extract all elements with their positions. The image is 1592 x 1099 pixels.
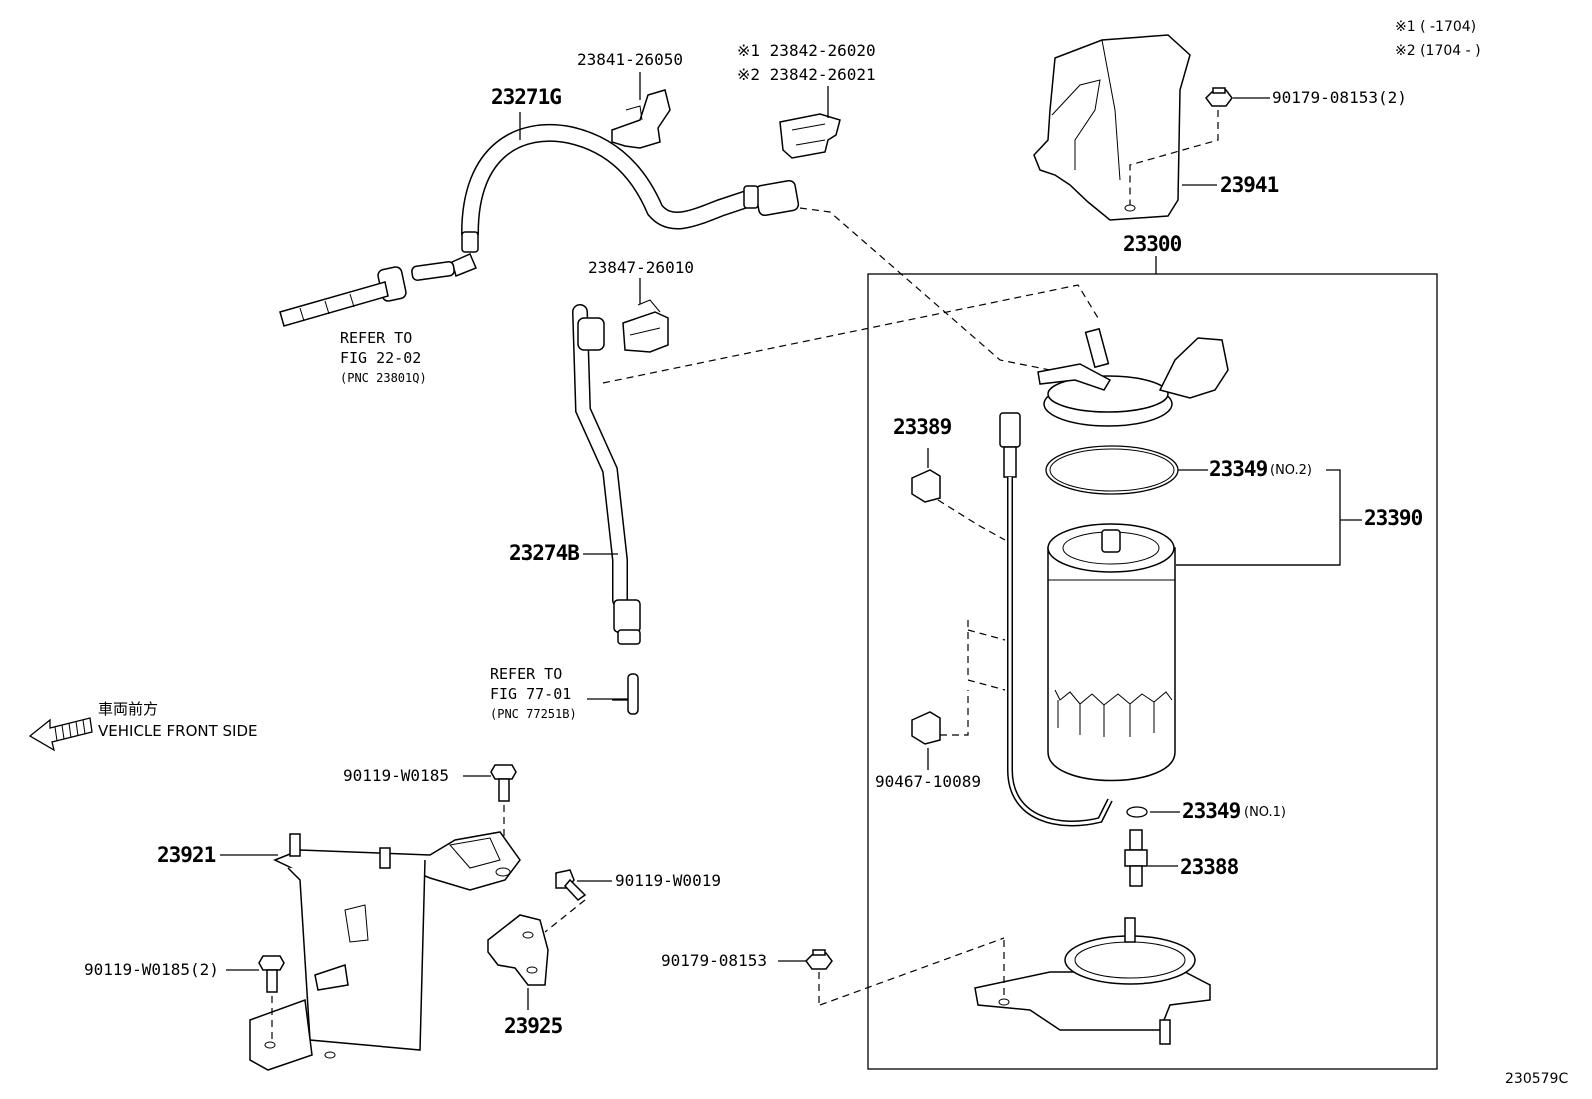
label-23842-a: ※1 23842-26020: [737, 41, 876, 60]
pipe-stub: [627, 673, 639, 715]
filter-element: [1047, 523, 1176, 782]
label-23349-no1: 23349: [1182, 799, 1241, 823]
label-23389: 23389: [893, 415, 952, 439]
label-90467: 90467-10089: [875, 772, 981, 791]
fuel-line-left: [279, 261, 455, 327]
refer-fig-77-01: REFER TO FIG 77-01 (PNC 77251B): [490, 664, 577, 724]
label-23349-no2: 23349: [1209, 457, 1268, 481]
label-90119-w0185-2: 90119-W0185(2): [84, 960, 219, 979]
label-23841: 23841-26050: [577, 50, 683, 69]
refer-1-line1: REFER TO: [340, 329, 413, 347]
bracket-23925: [487, 914, 549, 986]
label-23349-no1-sub: (NO.1): [1244, 805, 1286, 820]
label-90119-w0185: 90119-W0185: [343, 766, 449, 785]
bolt-90119-w0019: [555, 869, 587, 901]
assembly-frame: [867, 273, 1438, 1070]
cover-23941: [1033, 34, 1191, 221]
refer-fig-22-02: REFER TO FIG 22-02 (PNC 23801Q): [340, 328, 427, 388]
label-23388: 23388: [1180, 855, 1239, 879]
nut-90179-top: [1205, 87, 1233, 107]
figure-code: 230579C: [1505, 1071, 1569, 1087]
o-ring-no1: [1126, 806, 1148, 818]
nut-90179-bottom: [805, 949, 833, 970]
label-90179-bottom: 90179-08153: [661, 951, 767, 970]
clip-23841: [611, 89, 671, 149]
vehicle-front-jp: 車両前方: [98, 700, 159, 718]
refer-1-line3: (PNC 23801Q): [340, 371, 427, 385]
refer-2-line2: FIG 77-01: [490, 685, 572, 703]
label-23847: 23847-26010: [588, 258, 694, 277]
label-23271g: 23271G: [491, 85, 562, 109]
vehicle-front-label: 車両前方 VEHICLE FRONT SIDE: [98, 698, 258, 742]
label-23921: 23921: [157, 843, 216, 867]
label-23842-b: ※2 23842-26021: [737, 65, 876, 84]
bolt-90119-w0185-top: [490, 764, 517, 802]
bolt-90119-w0185-left: [258, 955, 285, 993]
label-90179-top: 90179-08153(2): [1272, 88, 1407, 107]
drain-plug: [1124, 829, 1148, 887]
refer-1-line2: FIG 22-02: [340, 349, 422, 367]
o-ring-no2: [1045, 445, 1179, 495]
label-23390: 23390: [1364, 506, 1423, 530]
vehicle-front-en: VEHICLE FRONT SIDE: [98, 722, 258, 740]
note-row-2: ※2 (1704 - ): [1395, 43, 1481, 59]
fuel-hose-23271g: [451, 123, 800, 278]
label-23300: 23300: [1123, 232, 1182, 256]
clamp-90467: [911, 711, 941, 745]
label-90119-w0019: 90119-W0019: [615, 871, 721, 890]
front-arrow-icon: [28, 717, 93, 752]
label-23941: 23941: [1220, 173, 1279, 197]
filter-bracket: [974, 917, 1211, 1045]
label-23925: 23925: [504, 1014, 563, 1038]
filter-head: [1037, 327, 1229, 427]
clamp-23389: [911, 469, 941, 503]
label-23349-no2-sub: (NO.2): [1270, 463, 1312, 478]
refer-2-line1: REFER TO: [490, 665, 563, 683]
fuel-hose-23274b: [572, 304, 641, 645]
label-23274b: 23274B: [509, 541, 580, 565]
clip-23842: [779, 113, 841, 159]
note-row-1: ※1 ( -1704): [1395, 19, 1477, 35]
bracket-23921: [249, 831, 521, 1071]
sensor-wire: [999, 412, 1113, 827]
clip-23847: [622, 299, 669, 353]
refer-2-line3: (PNC 77251B): [490, 707, 577, 721]
